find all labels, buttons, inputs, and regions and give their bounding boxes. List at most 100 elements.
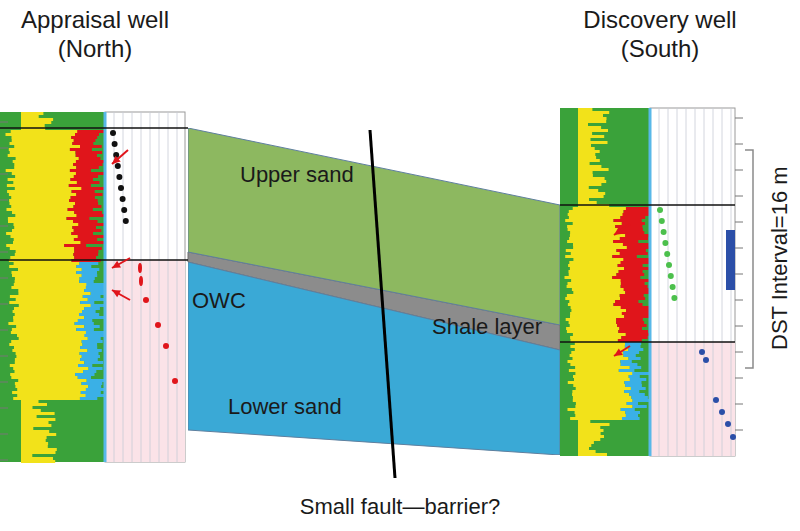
pressure-point (120, 196, 126, 202)
grid-line (677, 108, 678, 456)
grid-line (141, 112, 142, 462)
log-fill (64, 130, 105, 262)
pressure-point (155, 322, 161, 328)
grid-line (704, 108, 705, 456)
layer-label: Shale layer (432, 314, 542, 340)
marker-arrowhead (112, 156, 121, 164)
pressure-point (112, 141, 118, 147)
log-background (0, 112, 105, 462)
grid-line (150, 112, 151, 462)
log-fill (619, 342, 650, 420)
log-track (560, 108, 743, 456)
pressure-point (659, 218, 665, 224)
grid-line (177, 112, 178, 462)
marker-arrow (614, 346, 630, 356)
marker-arrowhead (614, 227, 623, 235)
dst-bar (726, 230, 735, 290)
pressure-point (110, 130, 116, 136)
pressure-track (0, 112, 188, 462)
pressure-point (172, 378, 178, 384)
log-background (560, 108, 650, 456)
track-edge (649, 108, 652, 456)
depth-tick (735, 300, 743, 301)
track-edge (104, 112, 107, 462)
pressure-point (143, 297, 149, 303)
depth-tick (735, 170, 743, 171)
pressure-point (661, 229, 667, 235)
pressure-point (121, 207, 127, 213)
depth-tick (0, 174, 8, 175)
marker-arrow (112, 150, 128, 164)
grid-line (132, 112, 133, 462)
well-title: Discovery well (South) (560, 6, 760, 64)
pressure-point (123, 218, 129, 224)
depth-tick (0, 356, 8, 357)
horizon-line (0, 127, 188, 129)
pressure-point (699, 349, 705, 355)
track-panel (105, 112, 185, 462)
horizon-line (560, 341, 735, 343)
fault-caption: Small fault—barrier? (200, 494, 600, 520)
pressure-point (703, 357, 709, 363)
depth-tick (735, 404, 743, 405)
depth-tick (735, 378, 743, 379)
depth-tick (735, 430, 743, 431)
marker-arrow (112, 258, 130, 268)
depth-tick (0, 226, 8, 227)
grid-line (668, 108, 669, 456)
grid-line (114, 112, 115, 462)
pressure-point (730, 434, 736, 440)
band-fill (188, 262, 560, 455)
layer-name: Lower sand (228, 394, 342, 419)
dst-bracket (745, 150, 753, 368)
depth-tick (0, 304, 8, 305)
depth-tick (735, 248, 743, 249)
band-fill (188, 128, 560, 325)
pressure-point (662, 240, 668, 246)
well-logs (0, 108, 743, 463)
pressure-point (725, 421, 731, 427)
depth-tick (0, 200, 8, 201)
depth-tick (0, 330, 8, 331)
pressure-point (664, 251, 670, 257)
depth-tick (0, 278, 8, 279)
pressure-point (666, 262, 672, 268)
depth-tick (735, 196, 743, 197)
pressure-point (118, 185, 124, 191)
depth-tick (735, 144, 743, 145)
log-fill (612, 207, 650, 342)
horizon-line (560, 204, 735, 206)
depth-tick (0, 148, 8, 149)
pressure-point (139, 276, 143, 286)
grid-line (722, 108, 723, 456)
depth-tick (0, 122, 8, 123)
pressure-point (657, 207, 663, 213)
depth-tick (735, 118, 743, 119)
horizon-line (0, 259, 188, 261)
depth-tick (735, 326, 743, 327)
marker-arrow (112, 290, 130, 300)
grid-line (159, 112, 160, 462)
depth-tick (0, 252, 8, 253)
pressure-point (671, 295, 677, 301)
grid-line (123, 112, 124, 462)
depth-tick (735, 352, 743, 353)
grid-line (713, 108, 714, 456)
grid-line (695, 108, 696, 456)
marker-arrowhead (112, 261, 121, 268)
pressure-point (670, 284, 676, 290)
pressure-point (115, 163, 121, 169)
log-track (0, 112, 188, 463)
pressure-point (719, 409, 725, 415)
track-panel (650, 108, 735, 456)
grid-line (686, 108, 687, 456)
pressure-point (116, 174, 122, 180)
contact-label: OWC (192, 288, 246, 314)
pressure-point (713, 397, 719, 403)
log-fill (75, 262, 105, 400)
grid-line (168, 112, 169, 462)
depth-tick (0, 460, 8, 461)
depth-tick (0, 434, 8, 435)
pressure-point (163, 343, 169, 349)
pressure-track (560, 108, 743, 456)
